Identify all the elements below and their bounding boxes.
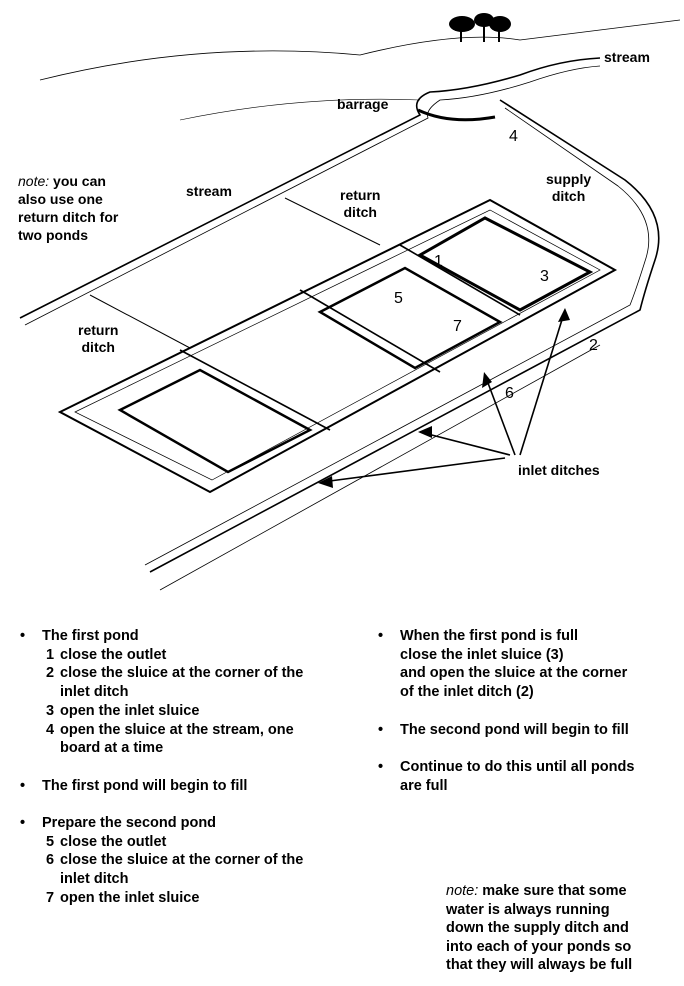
note-text: into each of your ponds so	[446, 938, 632, 955]
note-text: that they will always be full	[446, 957, 633, 974]
bullet-text: are full	[400, 777, 448, 794]
marker-7: 7	[453, 318, 462, 335]
bullet-text: The second pond will begin to fill	[400, 721, 629, 738]
note-text: down the supply ditch and	[446, 920, 629, 937]
label-stream-top: stream	[604, 49, 650, 65]
step-7: 7 open the inlet sluice	[20, 889, 360, 908]
bullet: •	[378, 628, 384, 644]
marker-1: 1	[434, 253, 443, 270]
hill-line	[39, 19, 681, 81]
step-text: open the inlet sluice	[60, 889, 200, 906]
bullet-text: Continue to do this until all ponds	[400, 758, 635, 775]
second-fill: • The second pond will begin to fill	[378, 721, 678, 740]
note-bottom: note: make sure that some water is alway…	[446, 882, 632, 975]
first-pond-heading: • The first pond	[20, 627, 360, 646]
step-text: close the outlet	[60, 646, 167, 663]
bullet-text: of the inlet ditch (2)	[400, 684, 534, 701]
step-number: 7	[46, 889, 55, 906]
label-line: return	[340, 187, 381, 203]
pond-4-water	[416, 216, 594, 312]
bullet-text: close the inlet sluice (3)	[400, 646, 564, 663]
step-text: open the sluice at the stream, one	[60, 721, 294, 738]
step-number: 2	[46, 665, 55, 682]
marker-2: 2	[589, 337, 598, 354]
first-pond-fill: • The first pond will begin to fill	[20, 777, 360, 796]
step-text: inlet ditch	[60, 871, 129, 888]
bullet: •	[20, 777, 26, 794]
step-text: close the sluice at the corner of the	[60, 852, 304, 869]
bullet-text: When the first pond is full	[400, 628, 579, 644]
step-text: close the outlet	[60, 833, 167, 850]
note-text: water is always running	[446, 901, 610, 918]
step-5: 5 close the outlet	[20, 833, 360, 852]
pond-divider	[299, 289, 441, 373]
bullet: •	[20, 815, 26, 831]
step-number: 6	[46, 852, 55, 869]
step-text: close the sluice at the corner of the	[60, 665, 304, 682]
note-prefix: note:	[18, 173, 50, 189]
step-text: inlet ditch	[60, 684, 129, 701]
label-line: return	[78, 322, 119, 338]
label-line: ditch	[551, 188, 586, 204]
label-line: ditch	[343, 204, 377, 220]
label-inlet-ditches: inlet ditches	[518, 462, 600, 478]
note-prefix: note:	[446, 883, 479, 899]
stream-line	[19, 57, 601, 319]
note-text: make sure that some	[478, 883, 627, 899]
marker-4: 4	[509, 128, 518, 145]
pond-divider	[179, 349, 331, 431]
marker-5: 5	[394, 290, 403, 307]
label-return-ditch-lower: return ditch	[78, 322, 118, 356]
when-full: • When the first pond is full close the …	[378, 627, 678, 702]
instructions-left: • The first pond 1 close the outlet 2 close…	[20, 627, 360, 908]
step-number: 4	[46, 721, 55, 738]
step-1: 1 close the outlet	[20, 646, 360, 665]
pond-1-water	[117, 368, 313, 474]
label-supply-ditch: supply ditch	[546, 171, 591, 205]
barrage-structure	[417, 108, 496, 122]
step-6: 6 close the sluice at the corner of the in…	[20, 851, 360, 888]
label-line: two ponds	[18, 227, 88, 243]
step-number: 3	[46, 702, 55, 719]
label-line: ditch	[81, 339, 115, 355]
bullet: •	[378, 721, 384, 738]
inlet-arrows	[321, 309, 566, 483]
trees-icon	[449, 13, 511, 42]
pond-3-water	[317, 266, 503, 370]
label-line: you can	[49, 173, 106, 189]
step-number: 1	[46, 646, 55, 663]
heading-text: Prepare the second pond	[42, 815, 217, 831]
label-stream-left: stream	[186, 183, 232, 199]
step-2: 2 close the sluice at the corner of the in…	[20, 664, 360, 701]
bullet-text: The first pond will begin to fill	[42, 777, 248, 794]
step-number: 5	[46, 833, 55, 850]
second-pond-heading: • Prepare the second pond	[20, 814, 360, 833]
heading-text: The first pond	[42, 628, 139, 644]
supply-ditch-line	[149, 99, 660, 573]
pond-system-illustration	[19, 13, 681, 591]
bullet: •	[378, 758, 384, 775]
label-line: return ditch for	[18, 209, 119, 225]
label-line: also use one	[18, 191, 103, 207]
step-text: open the inlet sluice	[60, 702, 200, 719]
label-barrage: barrage	[337, 96, 389, 112]
label-line: supply	[546, 171, 592, 187]
hill-line	[179, 98, 421, 121]
bullet-text: and open the sluice at the corner	[400, 665, 628, 682]
instructions-right: • When the first pond is full close the …	[378, 627, 678, 795]
bullet: •	[20, 628, 26, 644]
label-note-return-ditch: note: you can also use one return ditch …	[18, 172, 118, 244]
marker-6: 6	[505, 385, 514, 402]
marker-3: 3	[540, 268, 549, 285]
label-return-ditch-upper: return ditch	[340, 187, 380, 221]
pond-field	[57, 198, 618, 494]
step-4: 4 open the sluice at the stream, one board…	[20, 721, 360, 758]
step-3: 3 open the inlet sluice	[20, 702, 360, 721]
step-text: board at a time	[60, 740, 164, 757]
continue: • Continue to do this until all ponds ar…	[378, 758, 678, 795]
